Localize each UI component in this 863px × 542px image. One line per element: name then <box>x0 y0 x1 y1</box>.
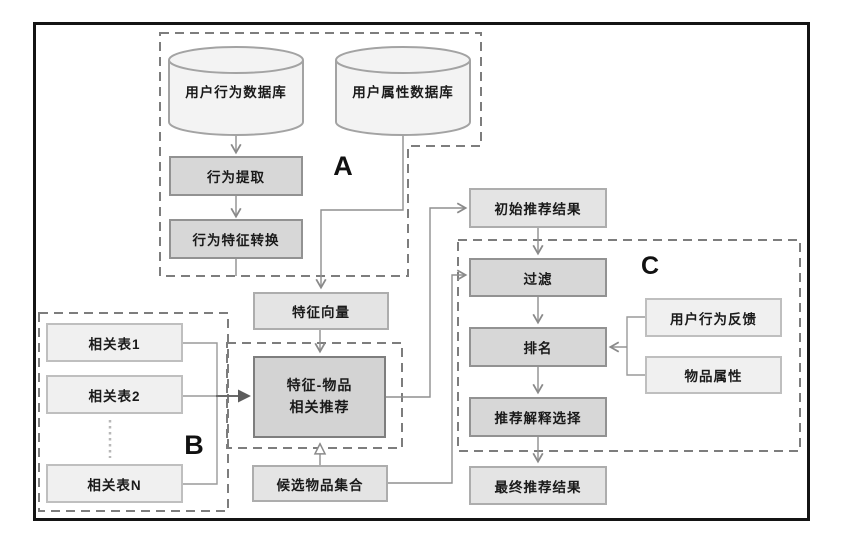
node-explanation-selection: 推荐解释选择 <box>469 397 607 437</box>
node-feature-item-line2: 相关推荐 <box>289 399 350 415</box>
node-final-results: 最终推荐结果 <box>469 466 607 505</box>
node-user-attribute-db-label: 用户属性数据库 <box>352 85 454 100</box>
node-user-behavior-feedback: 用户行为反馈 <box>645 298 782 337</box>
database-cylinder-user-attribute <box>335 46 471 136</box>
collector-related-tables <box>183 342 218 485</box>
arrow-candidate-to-filter <box>388 269 468 484</box>
database-cylinder-user-behavior <box>168 46 304 136</box>
node-filter: 过滤 <box>469 258 607 297</box>
node-behavior-extract: 行为提取 <box>169 156 303 196</box>
node-item-attributes: 物品属性 <box>645 356 782 394</box>
node-behavior-feature-transform: 行为特征转换 <box>169 219 303 259</box>
region-a-outline <box>159 32 482 277</box>
arrow-db2-to-feature-vector <box>315 136 404 290</box>
node-feature-item-recommend: 特征-物品 相关推荐 <box>253 356 386 438</box>
node-related-table-2: 相关表2 <box>46 375 183 414</box>
region-label-a: A <box>333 150 353 181</box>
region-label-b: B <box>184 429 204 460</box>
bracket-feedback-inputs <box>626 316 645 376</box>
node-initial-results: 初始推荐结果 <box>469 188 607 228</box>
node-related-table-1: 相关表1 <box>46 323 183 362</box>
node-ranking: 排名 <box>469 327 607 367</box>
region-label-c: C <box>640 251 660 280</box>
node-related-table-n: 相关表N <box>46 464 183 503</box>
arrow-feature-item-to-initial <box>386 202 468 398</box>
region-b-outline <box>38 312 229 512</box>
region-c-outline <box>457 239 801 452</box>
node-user-behavior-db-label: 用户行为数据库 <box>185 85 287 100</box>
node-feature-vector: 特征向量 <box>253 292 389 330</box>
node-feature-item-line1: 特征-物品 <box>286 377 353 394</box>
node-candidate-item-set: 候选物品集合 <box>252 465 388 502</box>
